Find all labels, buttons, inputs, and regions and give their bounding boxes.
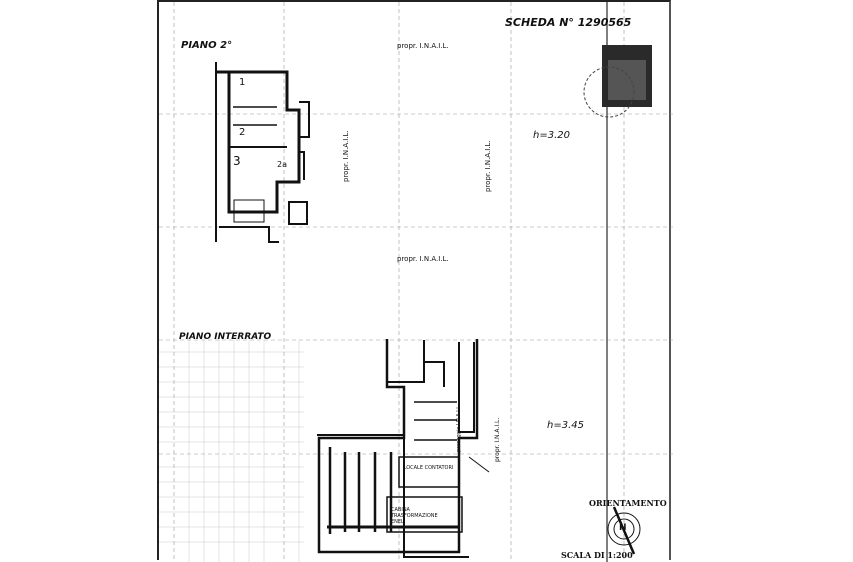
sheet-number-value: 1290565 <box>577 16 632 29</box>
room-3: 3 <box>233 154 241 168</box>
floor-plan-sheet: SCHEDA N° 1290565 PIANO 2° h=3.20 propr.… <box>157 0 673 562</box>
room-2: 2 <box>239 127 246 138</box>
basement-neighbour-label: propr. I.N.A.I.L. <box>494 417 501 462</box>
sheet-label: SCHEDA N° <box>505 16 574 29</box>
north-label: N <box>619 523 627 533</box>
room-2a: 2a <box>277 160 287 169</box>
room-locale-contatori: LOCALE CONTATORI <box>403 465 454 471</box>
plan-drawing <box>159 2 673 562</box>
room-cabina-enel: CABINA TRASFORMAZIONE ENEL <box>391 507 438 525</box>
upper-floor-height: h=3.20 <box>533 130 570 141</box>
grid-lines <box>159 2 673 562</box>
revenue-stamp <box>583 45 652 118</box>
neighbour-label-north: propr. I.N.A.I.L. <box>397 42 449 50</box>
basement-plan <box>317 339 490 558</box>
neighbour-label-east: propr. I.N.A.I.L. <box>484 140 492 192</box>
neighbour-label-south: propr. I.N.A.I.L. <box>397 255 449 263</box>
north-arrow-icon <box>607 506 641 555</box>
basement-height: h=3.45 <box>547 420 584 431</box>
passage-label: passaggio I.N.A.I.L. <box>456 404 462 452</box>
basement-title: PIANO INTERRATO <box>179 332 272 342</box>
fine-grid <box>159 340 304 562</box>
sheet-number: SCHEDA N° 1290565 <box>505 16 631 29</box>
room-1: 1 <box>239 77 246 88</box>
scale-label: SCALA DI 1:200 <box>561 550 633 560</box>
orientation-label: ORIENTAMENTO <box>589 498 667 508</box>
upper-floor-title: PIANO 2° <box>181 40 233 51</box>
neighbour-label-west: propr. I.N.A.I.L. <box>342 130 350 182</box>
upper-floor-plan <box>215 62 310 243</box>
